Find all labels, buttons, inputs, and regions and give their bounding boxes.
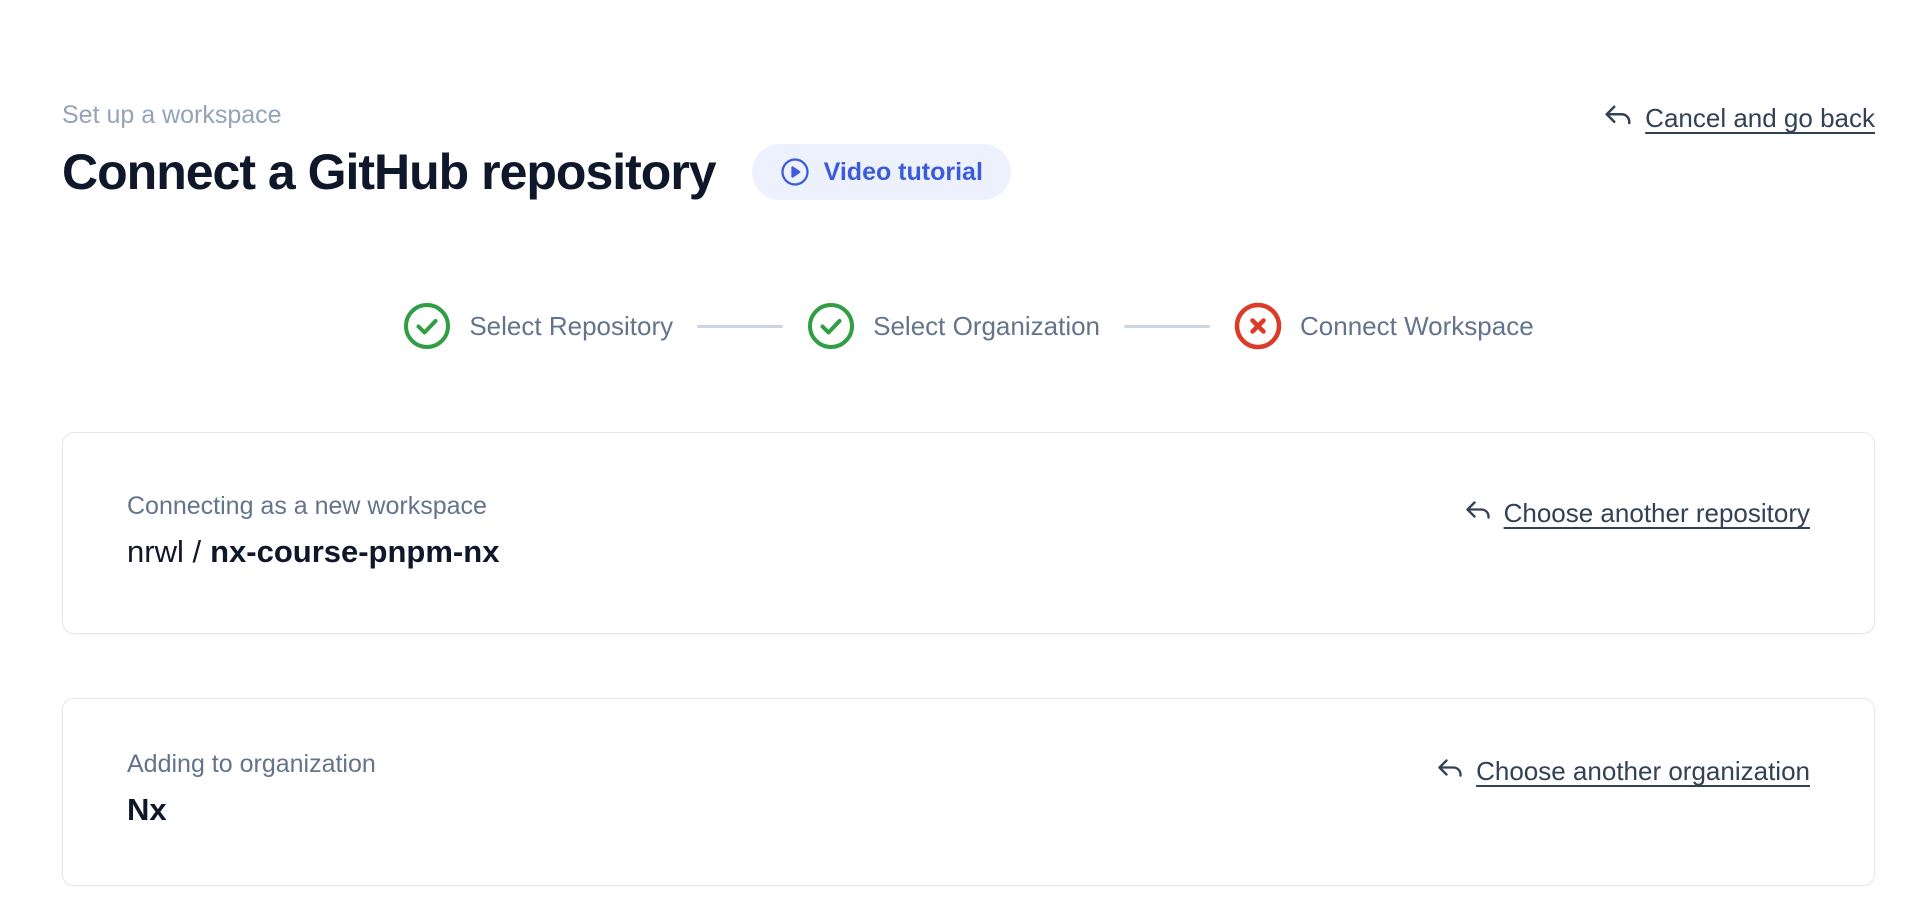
cancel-and-go-back-link[interactable]: Cancel and go back <box>1603 102 1875 134</box>
undo-arrow-icon <box>1436 757 1464 785</box>
page-header: Set up a workspace Connect a GitHub repo… <box>62 100 1875 202</box>
video-tutorial-button[interactable]: Video tutorial <box>751 144 1011 200</box>
choose-another-repository-link[interactable]: Choose another repository <box>1464 497 1810 529</box>
repository-card-info: Connecting as a new workspace nrwl /nx-c… <box>127 491 499 571</box>
stepper-connector <box>697 324 784 328</box>
step-select-repository: Select Repository <box>403 302 673 350</box>
check-circle-icon <box>807 302 855 350</box>
x-circle-icon <box>1234 302 1282 350</box>
undo-arrow-icon <box>1603 103 1633 133</box>
step-select-organization: Select Organization <box>807 302 1100 350</box>
page-title: Connect a GitHub repository <box>62 144 717 200</box>
step-connect-workspace: Connect Workspace <box>1234 302 1534 350</box>
repository-card-label: Connecting as a new workspace <box>127 492 487 520</box>
play-circle-icon <box>780 157 810 187</box>
check-circle-icon <box>403 302 451 350</box>
video-tutorial-label: Video tutorial <box>823 157 983 186</box>
repository-card: Connecting as a new workspace nrwl /nx-c… <box>62 432 1875 634</box>
undo-arrow-icon <box>1464 499 1492 527</box>
repository-name: nx-course-pnpm-nx <box>210 534 500 569</box>
repository-owner: nrwl / <box>127 534 202 569</box>
stepper-connector <box>1124 324 1211 328</box>
organization-card-label: Adding to organization <box>127 750 376 778</box>
organization-card: Adding to organization Nx Choose another… <box>62 698 1875 886</box>
organization-card-info: Adding to organization Nx <box>127 749 376 829</box>
cancel-and-go-back-label: Cancel and go back <box>1645 103 1875 133</box>
heading-block: Set up a workspace Connect a GitHub repo… <box>62 100 1011 202</box>
repository-full-name: nrwl /nx-course-pnpm-nx <box>127 533 499 571</box>
choose-another-organization-label: Choose another organization <box>1476 756 1810 786</box>
step-label: Select Organization <box>873 310 1101 341</box>
eyebrow-label: Set up a workspace <box>62 101 282 129</box>
cards-section: Connecting as a new workspace nrwl /nx-c… <box>62 432 1875 886</box>
choose-another-organization-link[interactable]: Choose another organization <box>1436 755 1810 787</box>
setup-stepper: Select Repository Select Organization Co… <box>62 302 1875 350</box>
organization-name: Nx <box>127 792 167 827</box>
step-label: Connect Workspace <box>1300 310 1534 341</box>
choose-another-repository-label: Choose another repository <box>1503 498 1810 528</box>
step-label: Select Repository <box>469 310 674 341</box>
